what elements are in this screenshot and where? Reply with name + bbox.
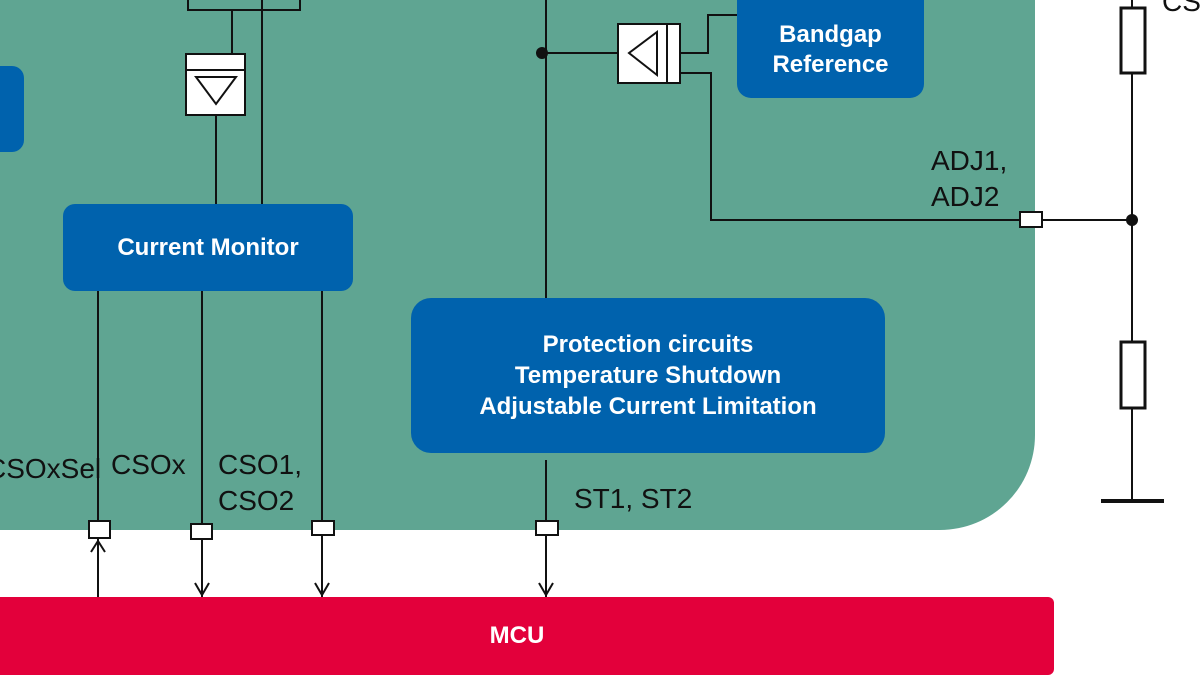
st-pin-label: ST1, ST2 <box>574 483 693 514</box>
arrow-up-icon <box>90 539 106 553</box>
bandgap-reference-block: Bandgap Reference <box>737 0 924 98</box>
resistor-bottom <box>1119 340 1147 410</box>
arrow-down-icon <box>194 582 210 597</box>
arrow-down-icon <box>538 582 554 597</box>
junction-dot <box>1126 214 1138 226</box>
wire <box>680 14 738 54</box>
left-block-partial <box>0 66 24 152</box>
pin-csoxsel <box>88 520 111 539</box>
csox-pin-label: CSOx <box>111 449 186 480</box>
csoxsel-pin-label: CSOxSel <box>0 453 102 484</box>
arrow-down-icon <box>314 582 330 597</box>
pin-cso12 <box>311 520 335 536</box>
adj-pin-label: ADJ1, ADJ2 <box>931 145 1008 212</box>
protection-circuits-block: Protection circuits Temperature Shutdown… <box>411 298 885 453</box>
wire <box>187 0 301 11</box>
pin-st <box>535 520 559 536</box>
triangle-left-icon <box>627 30 658 78</box>
wire <box>680 72 1020 221</box>
buffer-box <box>617 23 681 84</box>
junction-dot <box>536 47 548 59</box>
mcu-block: MCU <box>0 597 1054 675</box>
current-monitor-block: Current Monitor <box>63 204 353 291</box>
pin-adj <box>1019 211 1043 228</box>
cso12-pin-label: CSO1, CSO2 <box>218 449 303 516</box>
resistor-top <box>1119 6 1147 75</box>
top-right-label: CS <box>1162 0 1200 17</box>
triangle-down-icon <box>194 76 238 106</box>
pin-csox <box>190 523 213 540</box>
amplifier-box <box>185 53 246 116</box>
